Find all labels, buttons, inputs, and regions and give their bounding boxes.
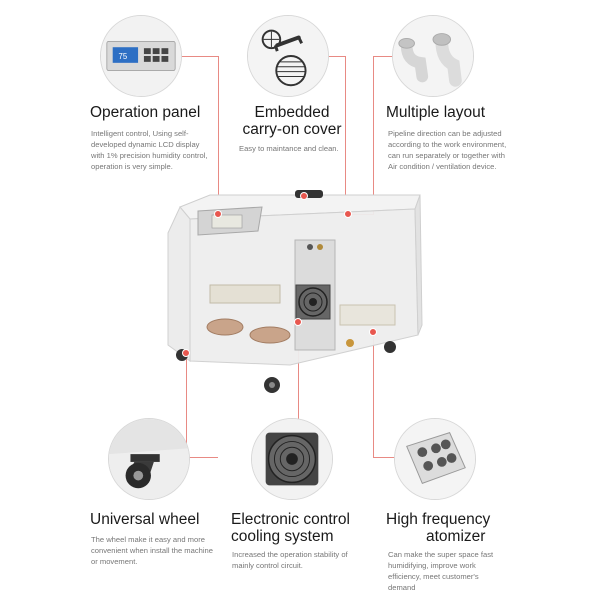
connector-wheel	[186, 353, 187, 458]
universal-wheel-circle	[108, 418, 190, 500]
atomizer-icon	[395, 419, 475, 499]
multiple-layout-desc: Pipeline direction can be adjusted accor…	[388, 129, 507, 171]
connector-atomizer-h	[373, 457, 398, 458]
connector-carry-cover	[345, 56, 346, 196]
connector-wheel-h	[186, 457, 218, 458]
carry-cover-title: Embedded carry-on cover	[242, 104, 342, 138]
connector-multiple-layout-h	[373, 56, 398, 57]
marker-carry-cover	[300, 192, 308, 200]
operation-panel-circle: 75	[100, 15, 182, 97]
pipe-elbow-icon	[393, 16, 473, 96]
marker-cooling	[294, 318, 302, 326]
atomizer-desc: Can make the super space fast humidifyin…	[388, 550, 494, 592]
connector-cooling	[298, 322, 299, 420]
connector-carry-cover-h	[322, 56, 346, 57]
marker-wheel	[182, 349, 190, 357]
lcd-value: 75	[119, 52, 128, 61]
connector-multiple-layout	[373, 56, 374, 214]
connector-operation-panel-h	[180, 56, 219, 57]
multiple-layout-title: Multiple layout	[386, 104, 486, 121]
humidifier-machine-illustration	[167, 190, 423, 393]
cooling-system-circle	[251, 418, 333, 500]
cooling-system-title: Electronic control cooling system	[231, 511, 350, 545]
operation-panel-desc: Intelligent control, Using self- develop…	[91, 129, 208, 171]
carry-cover-desc: Easy to maintance and clean.	[239, 144, 339, 153]
cooling-system-desc: Increased the operation stability of mai…	[232, 550, 348, 570]
multiple-layout-circle	[392, 15, 474, 97]
carry-cover-circle	[247, 15, 329, 97]
operation-panel-title: Operation panel	[90, 104, 201, 121]
caster-wheel-icon	[109, 419, 189, 499]
marker-atomizer	[369, 328, 377, 336]
marker-multiple-layout	[344, 210, 352, 218]
atomizer-circle	[394, 418, 476, 500]
universal-wheel-title: Universal wheel	[90, 511, 200, 528]
connector-operation-panel	[218, 56, 219, 214]
marker-operation-panel	[214, 210, 222, 218]
cover-handle-icon	[248, 16, 328, 96]
connector-atomizer	[373, 332, 374, 458]
atomizer-title: High frequency atomizer	[386, 511, 491, 545]
lcd-panel-icon: 75	[101, 16, 181, 96]
cooling-fan-icon	[252, 419, 332, 499]
universal-wheel-desc: The wheel make it easy and more convenie…	[91, 535, 213, 566]
